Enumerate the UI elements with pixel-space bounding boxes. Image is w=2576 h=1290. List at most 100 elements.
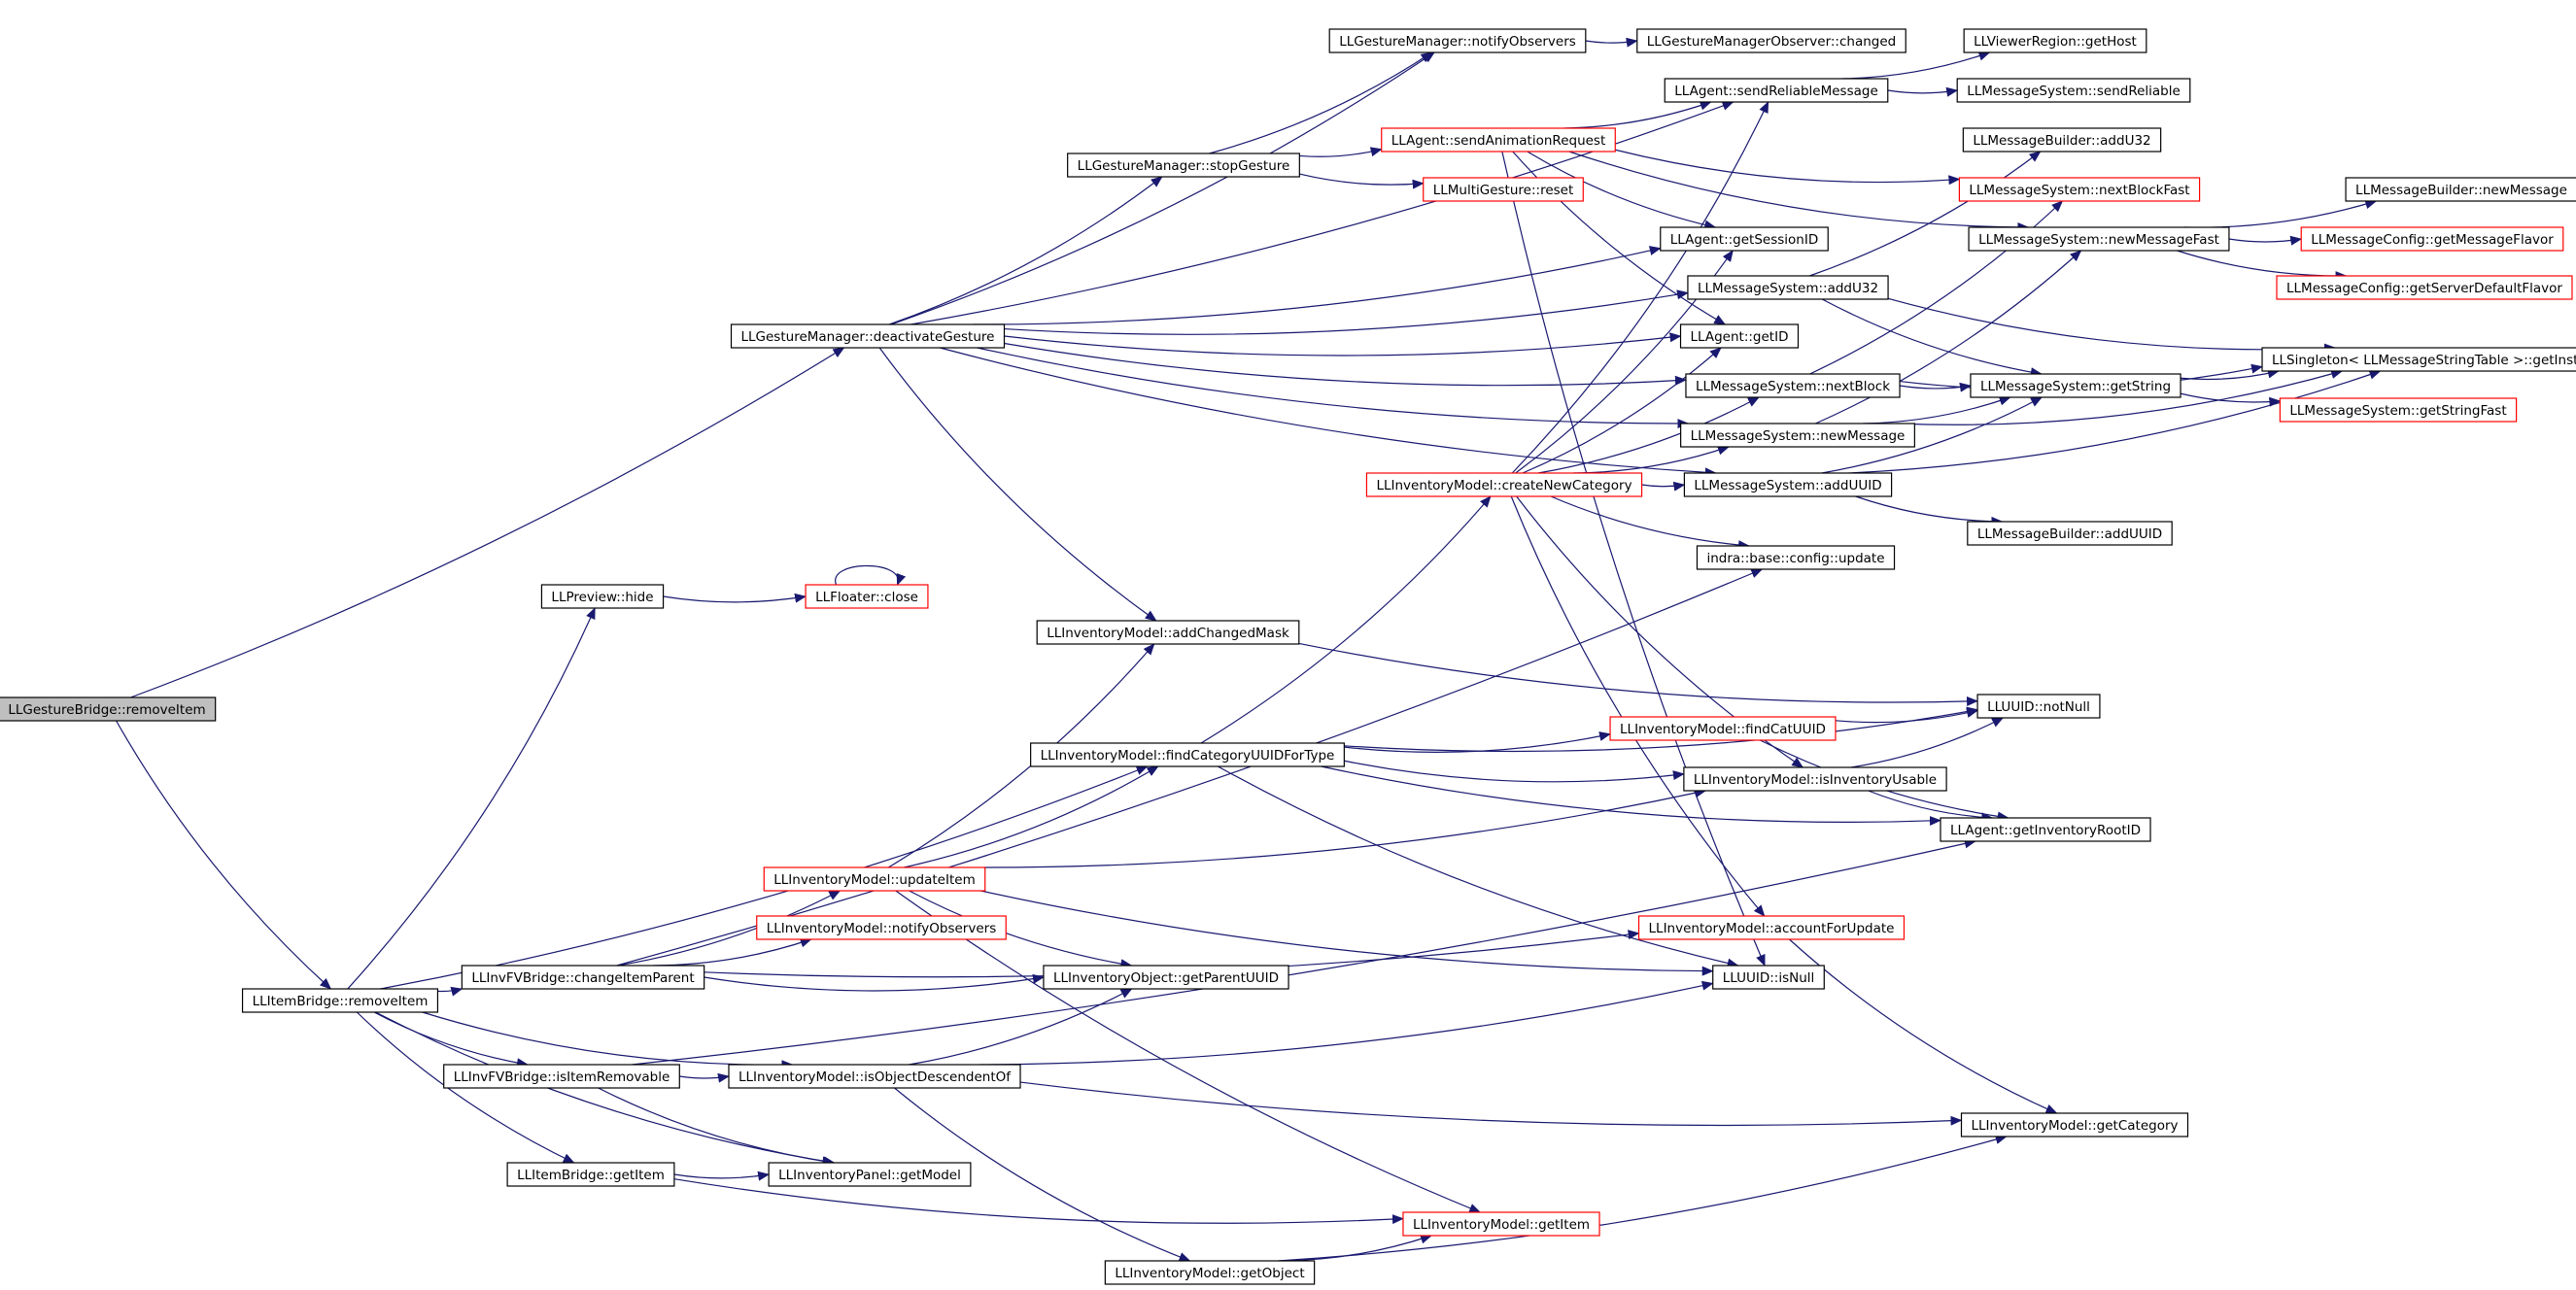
node-uuid_isnull[interactable]: LLUUID::isNull	[1712, 965, 1825, 990]
node-box[interactable]	[1660, 226, 1829, 252]
node-ms_newmsg[interactable]: LLMessageSystem::newMessage	[1680, 423, 1915, 448]
node-im_addchanged[interactable]: LLInventoryModel::addChangedMask	[1036, 620, 1300, 645]
node-gm_stop[interactable]: LLGestureManager::stopGesture	[1067, 153, 1300, 178]
node-box[interactable]	[1664, 78, 1889, 103]
node-vr_gethost[interactable]: LLViewerRegion::getHost	[1963, 28, 2147, 53]
node-box[interactable]	[768, 1162, 972, 1187]
node-box[interactable]	[1067, 153, 1300, 178]
node-box[interactable]	[1685, 373, 1901, 398]
node-mg_reset[interactable]: LLMultiGesture::reset	[1423, 177, 1584, 202]
node-box[interactable]	[1030, 742, 1345, 767]
node-ag_invroot[interactable]: LLAgent::getInventoryRootID	[1940, 817, 2151, 842]
node-box[interactable]	[1962, 127, 2162, 153]
node-box[interactable]	[2300, 226, 2564, 252]
node-box[interactable]	[443, 1064, 680, 1089]
node-box[interactable]	[763, 866, 986, 892]
node-box[interactable]	[1423, 177, 1584, 202]
node-ms_adduuid[interactable]: LLMessageSystem::addUUID	[1683, 472, 1893, 497]
node-box[interactable]	[1680, 423, 1915, 448]
node-ms_getstring[interactable]: LLMessageSystem::getString	[1970, 373, 2181, 398]
node-box[interactable]	[1609, 716, 1837, 741]
node-box[interactable]	[1960, 1112, 2189, 1137]
node-ms_getstringfast[interactable]: LLMessageSystem::getStringFast	[2279, 397, 2518, 423]
node-box[interactable]	[1636, 28, 1906, 53]
node-box[interactable]	[1687, 275, 1889, 300]
node-box[interactable]	[728, 1064, 1021, 1089]
node-box[interactable]	[2276, 275, 2573, 300]
node-ag_sendrel[interactable]: LLAgent::sendReliableMessage	[1664, 78, 1889, 103]
node-ag_getid[interactable]: LLAgent::getID	[1679, 323, 1800, 349]
node-pv_hide[interactable]: LLPreview::hide	[540, 584, 665, 609]
node-gmo_changed[interactable]: LLGestureManagerObserver::changed	[1636, 28, 1906, 53]
node-im_getobject[interactable]: LLInventoryModel::getObject	[1104, 1260, 1316, 1285]
node-indra_update[interactable]: indra::base::config::update	[1696, 545, 1896, 570]
node-ib_remove[interactable]: LLItemBridge::removeItem	[241, 988, 439, 1013]
node-im_account[interactable]: LLInventoryModel::accountForUpdate	[1637, 915, 1906, 940]
node-box[interactable]	[241, 988, 439, 1013]
node-box[interactable]	[1328, 28, 1587, 53]
node-ms_newmsgfast[interactable]: LLMessageSystem::newMessageFast	[1968, 226, 2230, 252]
node-im_getcategory[interactable]: LLInventoryModel::getCategory	[1960, 1112, 2189, 1137]
node-im_findcatfortype[interactable]: LLInventoryModel::findCategoryUUIDForTyp…	[1030, 742, 1345, 767]
node-box[interactable]	[1968, 226, 2230, 252]
node-ip_getmodel[interactable]: LLInventoryPanel::getModel	[768, 1162, 972, 1187]
node-box[interactable]	[1963, 28, 2147, 53]
node-box[interactable]	[805, 584, 929, 609]
node-box[interactable]	[1976, 694, 2101, 719]
node-box[interactable]	[2345, 177, 2576, 202]
node-mc_getflavor[interactable]: LLMessageConfig::getMessageFlavor	[2300, 226, 2564, 252]
node-box[interactable]	[1940, 817, 2151, 842]
node-box[interactable]	[730, 323, 1006, 349]
node-box[interactable]	[1679, 323, 1800, 349]
node-gm_deact[interactable]: LLGestureManager::deactivateGesture	[730, 323, 1006, 349]
node-mc_serverflavor[interactable]: LLMessageConfig::getServerDefaultFlavor	[2276, 275, 2573, 300]
node-mb_addu32[interactable]: LLMessageBuilder::addU32	[1962, 127, 2162, 153]
node-box[interactable]	[506, 1162, 675, 1187]
node-ms_sendrel[interactable]: LLMessageSystem::sendReliable	[1956, 78, 2191, 103]
node-box[interactable]	[1683, 472, 1893, 497]
node-mb_newmsg[interactable]: LLMessageBuilder::newMessage	[2345, 177, 2576, 202]
node-box[interactable]	[1696, 545, 1896, 570]
node-im_findcatuuid[interactable]: LLInventoryModel::findCatUUID	[1609, 716, 1837, 741]
node-ag_sessionid[interactable]: LLAgent::getSessionID	[1660, 226, 1829, 252]
node-ms_nextblock[interactable]: LLMessageSystem::nextBlock	[1685, 373, 1901, 398]
node-box[interactable]	[1958, 177, 2201, 202]
node-box[interactable]	[1970, 373, 2181, 398]
node-box[interactable]	[1967, 521, 2173, 546]
node-box[interactable]	[1637, 915, 1906, 940]
node-box[interactable]	[0, 696, 217, 722]
node-box[interactable]	[461, 965, 705, 990]
node-box[interactable]	[1956, 78, 2191, 103]
node-box[interactable]	[756, 915, 1007, 940]
node-box[interactable]	[1365, 472, 1643, 497]
node-ifv_removable[interactable]: LLInvFVBridge::isItemRemovable	[443, 1064, 680, 1089]
node-gm_notify[interactable]: LLGestureManager::notifyObservers	[1328, 28, 1587, 53]
node-box[interactable]	[1381, 127, 1616, 153]
node-im_getitem[interactable]: LLInventoryModel::getItem	[1402, 1211, 1600, 1237]
node-io_parentuuid[interactable]: LLInventoryObject::getParentUUID	[1043, 965, 1289, 990]
node-box[interactable]	[1402, 1211, 1600, 1237]
node-root[interactable]: LLGestureBridge::removeItem	[0, 696, 217, 722]
node-singleton[interactable]: LLSingleton< LLMessageStringTable >::get…	[2261, 347, 2576, 372]
node-box[interactable]	[540, 584, 665, 609]
node-uuid_notnull[interactable]: LLUUID::notNull	[1976, 694, 2101, 719]
node-im_updateitem[interactable]: LLInventoryModel::updateItem	[763, 866, 986, 892]
node-ms_nextblockfast[interactable]: LLMessageSystem::nextBlockFast	[1958, 177, 2201, 202]
node-box[interactable]	[2261, 347, 2576, 372]
node-mb_adduuid[interactable]: LLMessageBuilder::addUUID	[1967, 521, 2173, 546]
node-fl_close[interactable]: LLFloater::close	[805, 584, 929, 609]
node-im_usable[interactable]: LLInventoryModel::isInventoryUsable	[1683, 766, 1947, 792]
node-box[interactable]	[1683, 766, 1947, 792]
node-box[interactable]	[1712, 965, 1825, 990]
node-box[interactable]	[2279, 397, 2518, 423]
node-ifv_changeparent[interactable]: LLInvFVBridge::changeItemParent	[461, 965, 705, 990]
node-box[interactable]	[1043, 965, 1289, 990]
node-im_notify[interactable]: LLInventoryModel::notifyObservers	[756, 915, 1007, 940]
node-box[interactable]	[1036, 620, 1300, 645]
node-ib_getitem[interactable]: LLItemBridge::getItem	[506, 1162, 675, 1187]
node-ms_addu32[interactable]: LLMessageSystem::addU32	[1687, 275, 1889, 300]
node-ag_sendanim[interactable]: LLAgent::sendAnimationRequest	[1381, 127, 1616, 153]
node-im_createcat[interactable]: LLInventoryModel::createNewCategory	[1365, 472, 1643, 497]
node-box[interactable]	[1104, 1260, 1316, 1285]
node-im_descendent[interactable]: LLInventoryModel::isObjectDescendentOf	[728, 1064, 1021, 1089]
